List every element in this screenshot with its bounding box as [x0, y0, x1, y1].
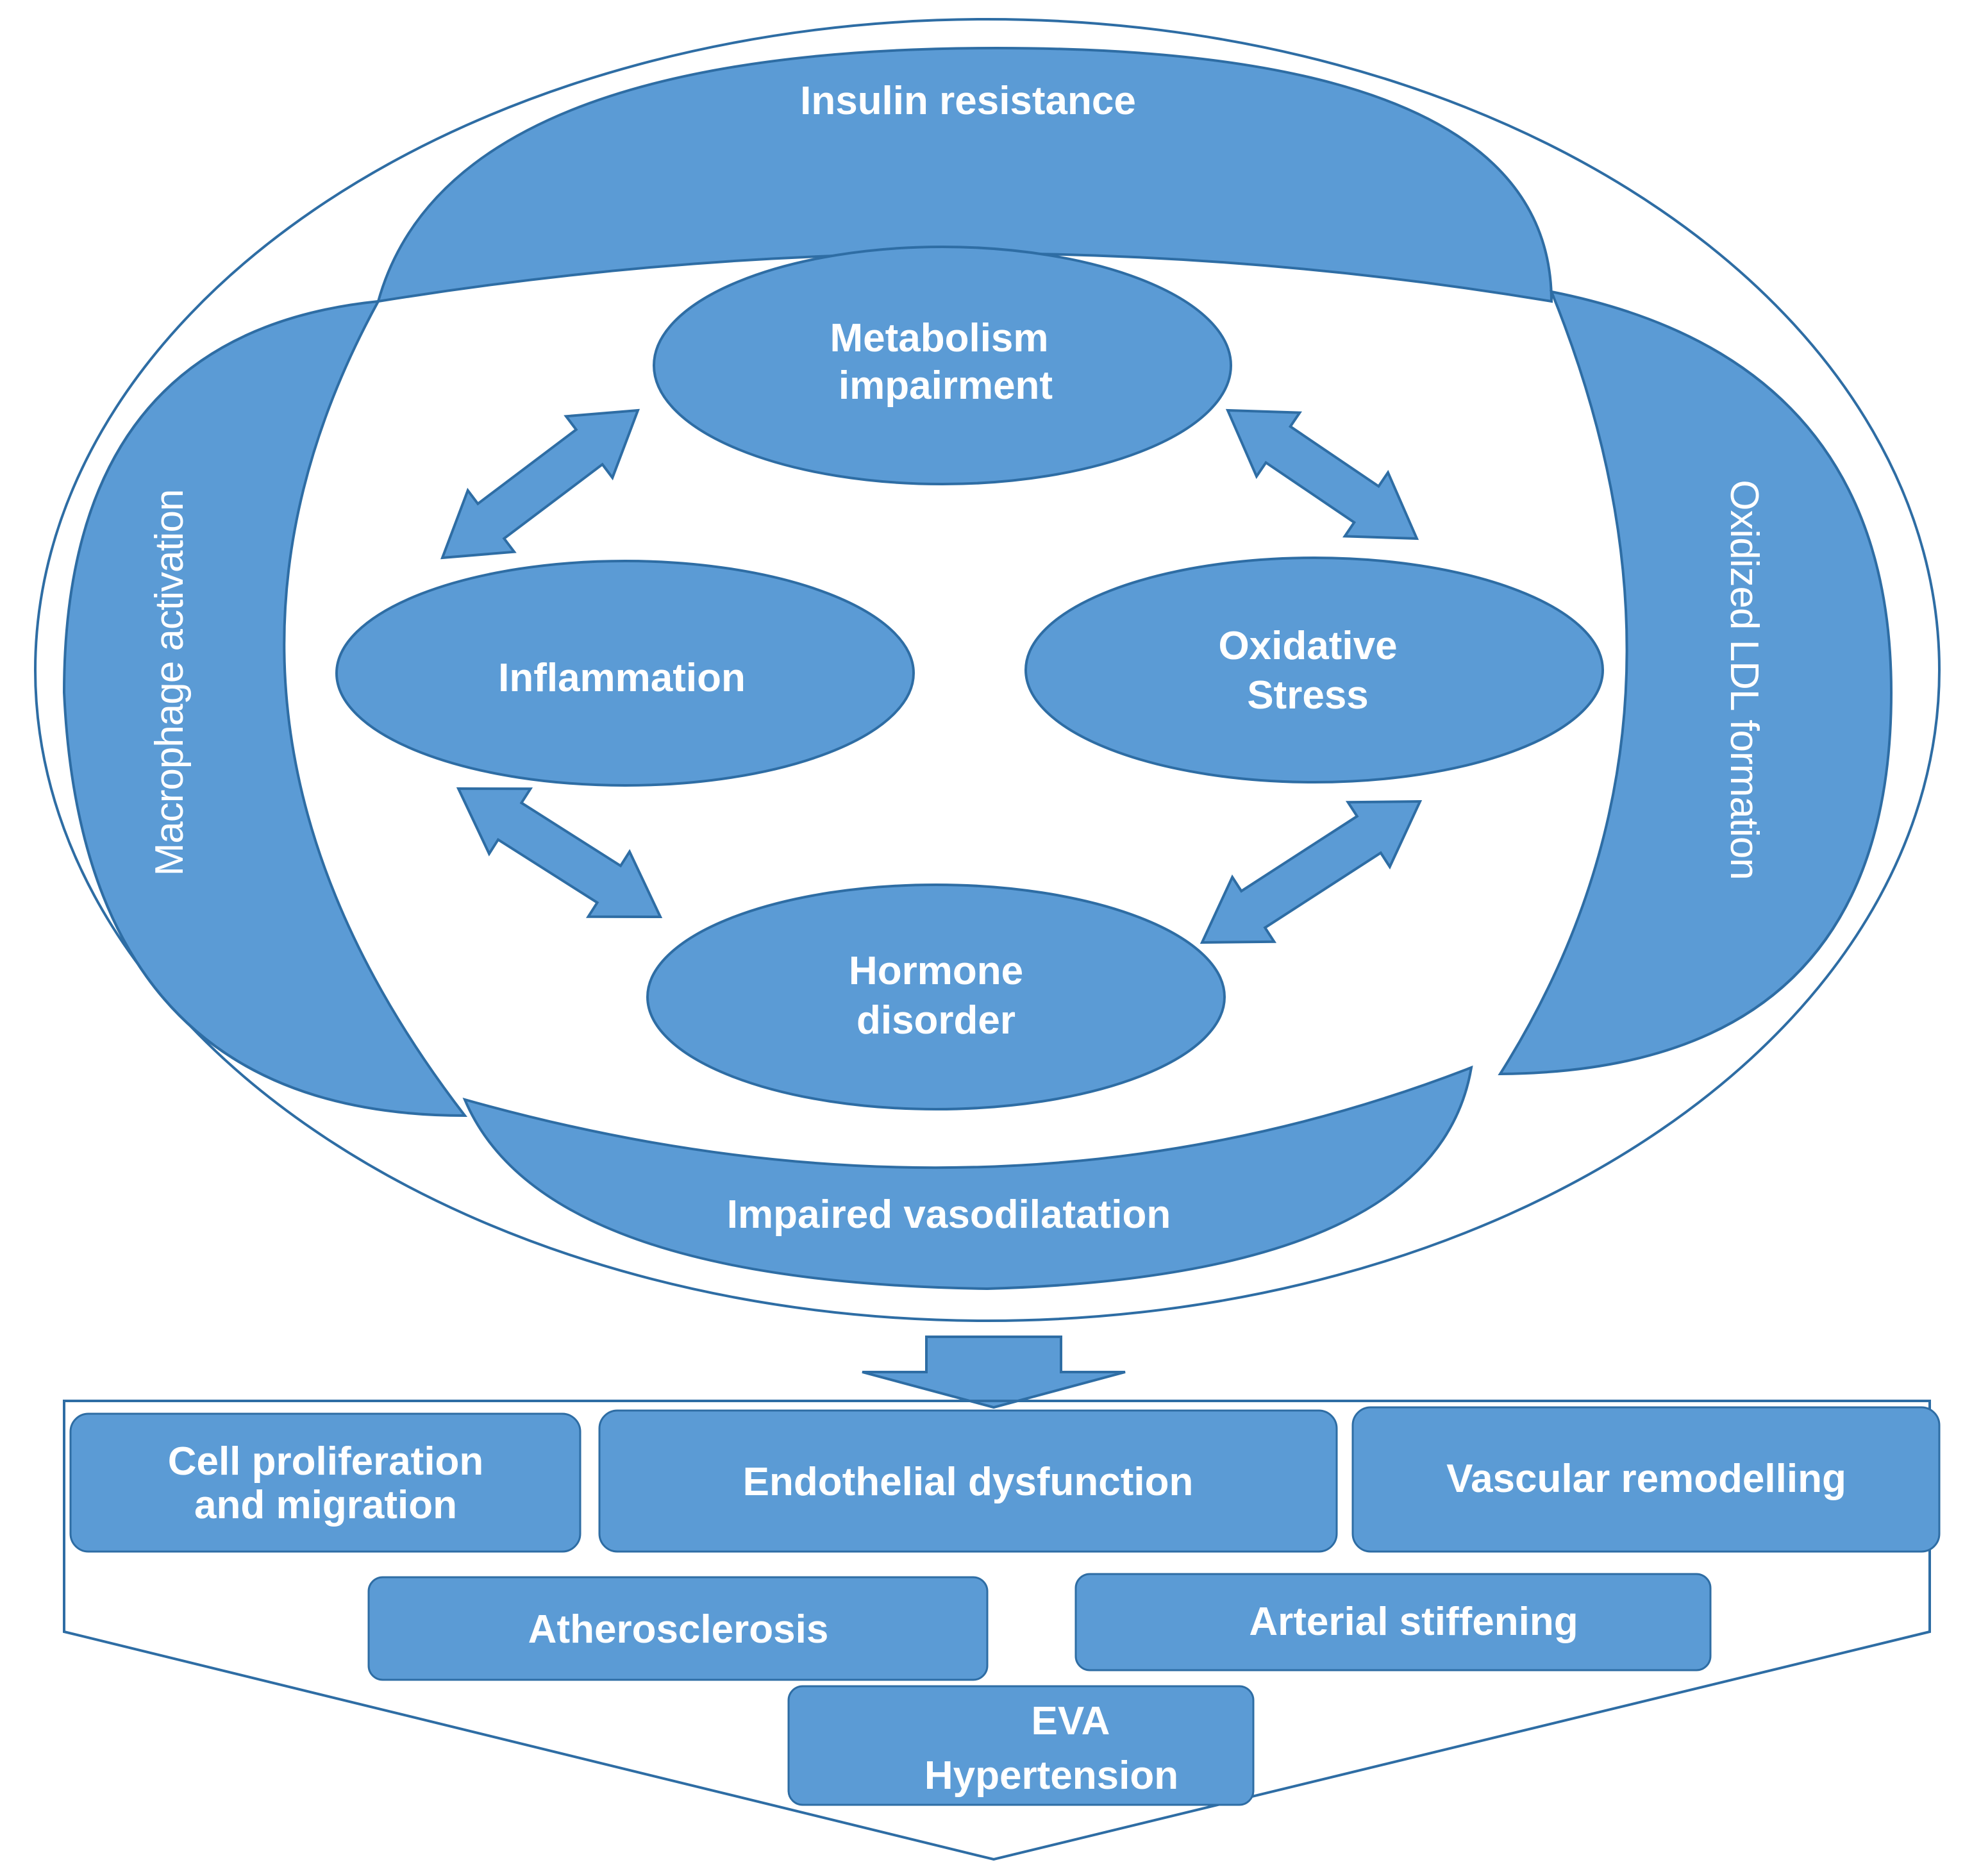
endothelial-dysfunction-label: Endothelial dysfunction: [743, 1460, 1194, 1504]
oxidative-label-line1: Oxidative: [1218, 624, 1397, 668]
outer-boundary-ellipse: [34, 18, 1941, 1322]
cell-proliferation-line2: and migration: [194, 1483, 457, 1527]
arterial-stiffening-label: Arterial stiffening: [1249, 1600, 1578, 1644]
hypertension-label: Hypertension: [924, 1754, 1178, 1798]
cell-proliferation-line1: Cell proliferation: [168, 1439, 484, 1484]
eva-hypertension-box: [787, 1685, 1255, 1806]
impaired-vasodilatation-label: Impaired vasodilatation: [727, 1193, 1171, 1237]
oxidative-stress-node: [1024, 557, 1604, 783]
insulin-resistance-label: Insulin resistance: [800, 79, 1136, 123]
arterial-stiffening-box: [1074, 1573, 1712, 1671]
down-arrow-icon: [862, 1336, 1126, 1409]
macrophage-activation-band: [62, 299, 468, 1118]
arrow-metabolism-oxidative-icon: [1225, 408, 1419, 540]
arrow-metabolism-inflammation-icon: [440, 408, 640, 560]
arrow-oxidative-hormone-icon: [1199, 800, 1423, 944]
metabolism-label-line1: Metabolism: [830, 316, 1048, 360]
oxidized-ldl-label: Oxidized LDL formation: [1722, 480, 1766, 880]
metabolism-impairment-node: [653, 246, 1232, 485]
hormone-label-line1: Hormone: [849, 949, 1023, 993]
oxidized-ldl-band: [1498, 290, 1893, 1076]
impaired-vasodilatation-band: [462, 1065, 1473, 1291]
metabolism-label-line2: impairment: [839, 364, 1053, 408]
inflammation-label: Inflammation: [498, 656, 746, 700]
stress-label-line2: Stress: [1247, 673, 1369, 717]
cycle-arrows-group: [440, 408, 1423, 944]
eva-label: EVA: [1032, 1699, 1110, 1743]
arrow-inflammation-hormone-icon: [456, 787, 663, 919]
vascular-remodelling-box: [1351, 1406, 1941, 1553]
endothelial-dysfunction-box: [598, 1409, 1338, 1553]
atherosclerosis-box: [367, 1576, 989, 1681]
inflammation-node: [335, 560, 915, 787]
atherosclerosis-label: Atherosclerosis: [528, 1607, 829, 1652]
outcome-frame: [63, 1400, 1931, 1861]
cell-proliferation-box: [69, 1412, 581, 1553]
disorder-label-line2: disorder: [857, 998, 1016, 1043]
vascular-remodelling-label: Vascular remodelling: [1446, 1457, 1846, 1501]
hormone-disorder-node: [646, 884, 1226, 1110]
macrophage-activation-label: Macrophage activation: [147, 490, 192, 876]
